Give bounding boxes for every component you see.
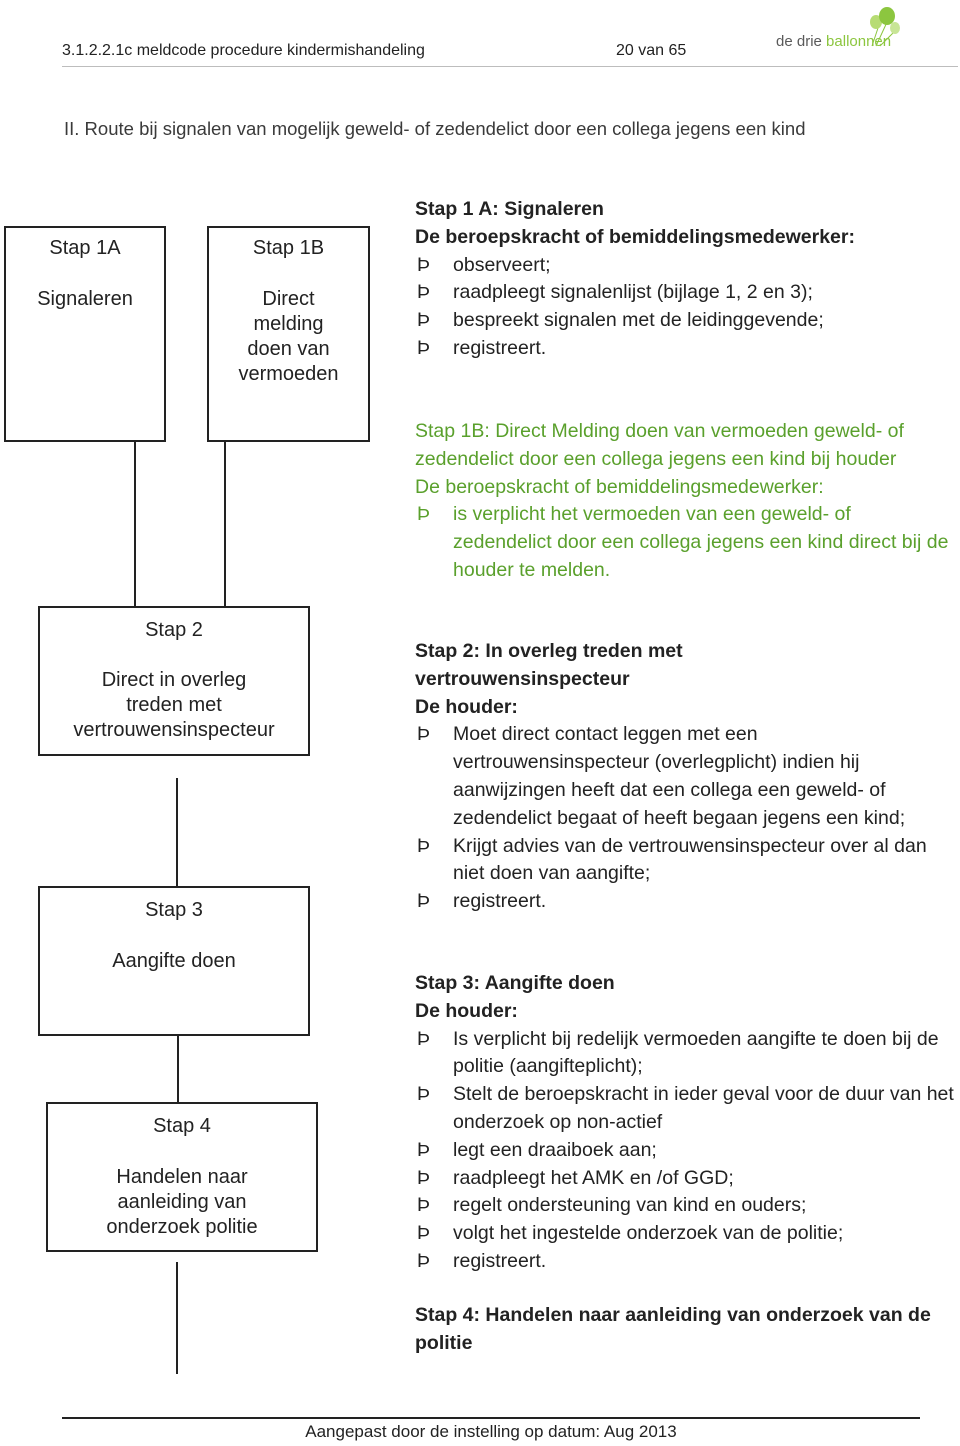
flow-box-stap-3: Stap 3 Aangifte doen bbox=[38, 886, 310, 1036]
flow-box-label-line: melding bbox=[253, 313, 324, 335]
flow-box-label-line: Handelen naar bbox=[116, 1166, 248, 1188]
step-subtitle: De houder: bbox=[415, 695, 518, 718]
flow-connector bbox=[134, 442, 136, 608]
flow-box-label-line: Direct bbox=[262, 288, 315, 310]
list-item: registreert. bbox=[415, 888, 955, 916]
step-title: Stap 2: In overleg treden met vertrouwen… bbox=[415, 640, 683, 690]
list-item: bespreekt signalen met de leidinggevende… bbox=[415, 307, 955, 335]
list-item: raadpleegt het AMK en /of GGD; bbox=[415, 1165, 955, 1193]
flow-box-label-line: treden met bbox=[126, 694, 222, 716]
flow-box-stap-1b: Stap 1B Direct melding doen van vermoede… bbox=[207, 226, 370, 442]
step-4-description: Stap 4: Handelen naar aanleiding van ond… bbox=[415, 1302, 955, 1358]
flow-box-title: Stap 4 bbox=[153, 1115, 211, 1137]
flow-connector bbox=[176, 1262, 178, 1374]
list-item: observeert; bbox=[415, 252, 955, 280]
step-1a-description: Stap 1 A: Signaleren De beroepskracht of… bbox=[415, 196, 955, 363]
step-title: Stap 1B: Direct Melding doen van vermoed… bbox=[415, 420, 904, 470]
list-item: volgt het ingestelde onderzoek van de po… bbox=[415, 1220, 955, 1248]
flow-box-label-line: vertrouwensinspecteur bbox=[73, 719, 275, 741]
flow-box-stap-2: Stap 2 Direct in overleg treden met vert… bbox=[38, 606, 310, 756]
list-item: is verplicht het vermoeden van een gewel… bbox=[415, 501, 950, 584]
step-2-description: Stap 2: In overleg treden met vertrouwen… bbox=[415, 638, 955, 916]
flow-box-label-line: onderzoek politie bbox=[106, 1216, 258, 1238]
flow-box-title: Stap 2 bbox=[145, 619, 203, 641]
list-item: regelt ondersteuning van kind en ouders; bbox=[415, 1192, 955, 1220]
flow-box-label-line: doen van bbox=[247, 338, 330, 360]
flow-box-stap-1a: Stap 1A Signaleren bbox=[4, 226, 166, 442]
step-title: Stap 3: Aangifte doen bbox=[415, 972, 615, 994]
page-number: 20 van 65 bbox=[616, 42, 687, 59]
flow-connector bbox=[176, 778, 178, 888]
step-title: Stap 4: Handelen naar aanleiding van ond… bbox=[415, 1304, 931, 1354]
flow-box-title: Stap 1A bbox=[49, 237, 121, 259]
flow-box-label-line: vermoeden bbox=[238, 363, 339, 385]
list-item: registreert. bbox=[415, 335, 955, 363]
list-item: Moet direct contact leggen met een vertr… bbox=[415, 721, 943, 832]
list-item: raadpleegt signalenlijst (bijlage 1, 2 e… bbox=[415, 279, 955, 307]
flow-box-label: Aangifte doen bbox=[112, 950, 236, 972]
document-id: 3.1.2.2.1c meldcode procedure kindermish… bbox=[62, 42, 425, 59]
list-item: Krijgt advies van de vertrouwensinspecte… bbox=[415, 833, 955, 889]
section-heading: II. Route bij signalen van mogelijk gewe… bbox=[64, 118, 806, 139]
flow-connector bbox=[177, 1036, 179, 1104]
header-divider bbox=[62, 66, 958, 67]
step-subtitle: De houder: bbox=[415, 999, 518, 1022]
step-title: Stap 1 A: Signaleren bbox=[415, 198, 604, 220]
step-1b-description: Stap 1B: Direct Melding doen van vermoed… bbox=[415, 418, 950, 585]
list-item: legt een draaiboek aan; bbox=[415, 1137, 955, 1165]
footer-divider bbox=[62, 1417, 920, 1419]
balloons-logo-icon bbox=[870, 7, 900, 47]
step-subtitle: De beroepskracht of bemiddelingsmedewerk… bbox=[415, 475, 824, 498]
footer-text: Aangepast door de instelling op datum: A… bbox=[305, 1422, 677, 1441]
flow-box-label: Signaleren bbox=[37, 288, 133, 310]
flow-box-label-line: aanleiding van bbox=[117, 1191, 247, 1213]
flow-connector bbox=[224, 442, 226, 608]
logo-wordmark: de drie ballonnen bbox=[776, 33, 892, 50]
flow-box-title: Stap 1B bbox=[252, 237, 325, 259]
list-item: Is verplicht bij redelijk vermoeden aang… bbox=[415, 1026, 955, 1082]
step-subtitle: De beroepskracht of bemiddelingsmedewerk… bbox=[415, 225, 855, 248]
flow-box-title: Stap 3 bbox=[145, 899, 203, 921]
flow-box-label-line: Direct in overleg bbox=[101, 669, 247, 691]
list-item: registreert. bbox=[415, 1248, 955, 1276]
step-3-description: Stap 3: Aangifte doen De houder: Is verp… bbox=[415, 970, 955, 1276]
flow-box-stap-4: Stap 4 Handelen naar aanleiding van onde… bbox=[46, 1102, 318, 1252]
list-item: Stelt de beroepskracht in ieder geval vo… bbox=[415, 1081, 955, 1137]
